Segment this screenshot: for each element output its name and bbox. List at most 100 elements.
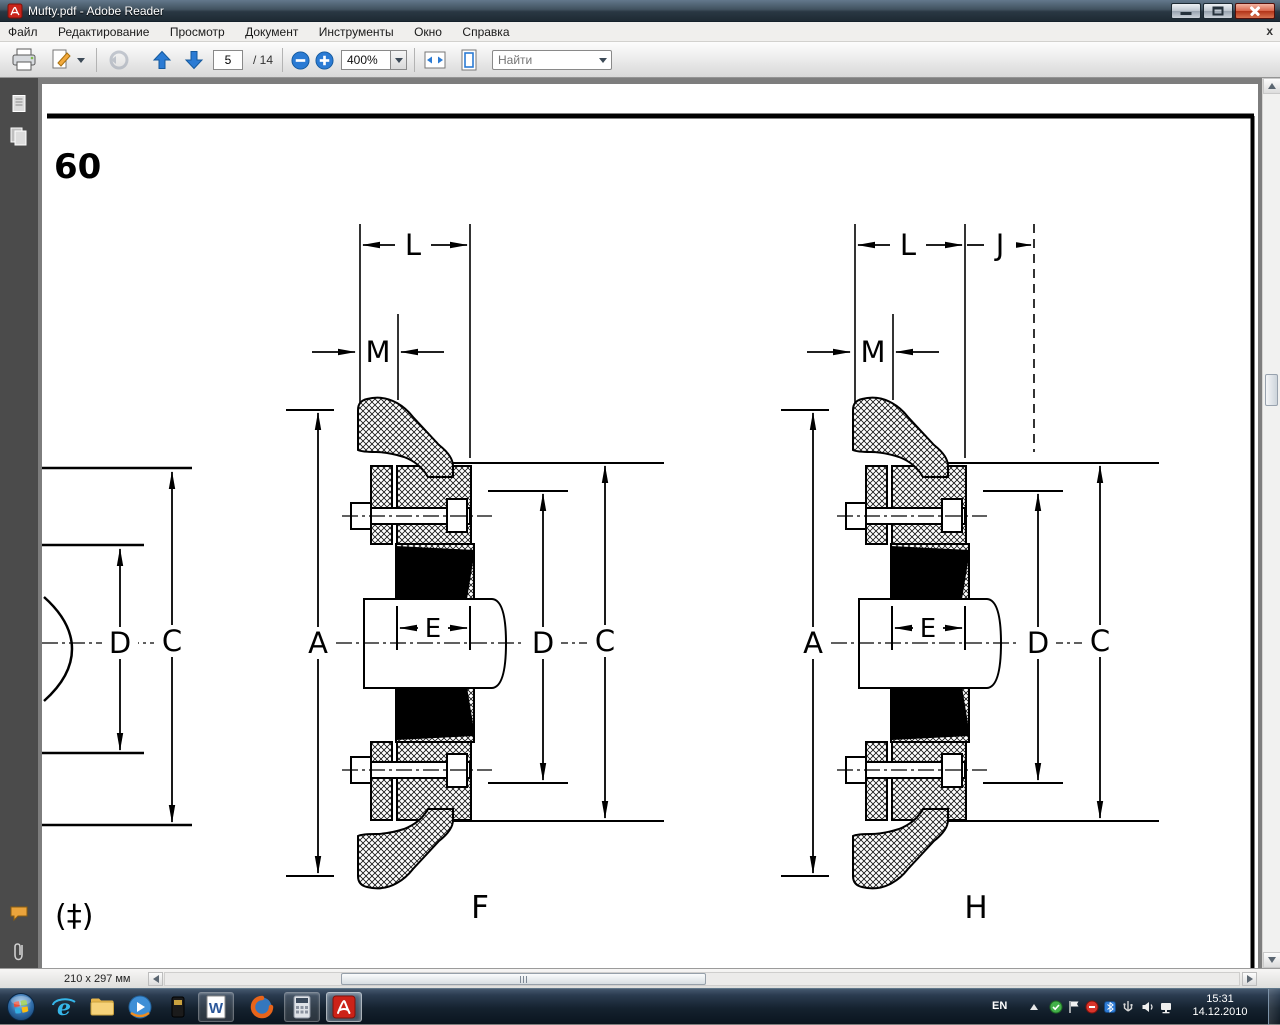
zoom-out-button[interactable] — [288, 46, 312, 74]
previous-page-button[interactable] — [148, 46, 176, 74]
taskbar-item-media-player[interactable] — [122, 992, 158, 1022]
fit-width-button[interactable] — [420, 46, 450, 74]
find-input[interactable] — [493, 53, 595, 67]
show-hidden-icons-button[interactable] — [1026, 999, 1042, 1015]
taskbar-item-device[interactable] — [160, 992, 196, 1022]
toolbar-separator — [282, 48, 283, 72]
fit-page-button[interactable] — [454, 46, 484, 74]
zoom-level-text: 400% — [347, 53, 378, 67]
printer-icon — [12, 48, 36, 71]
taskbar-item-internet-explorer[interactable]: e — [46, 992, 82, 1022]
start-button[interactable] — [3, 992, 39, 1022]
dim-label-e-h: E — [920, 614, 936, 644]
page-thumbnails-button[interactable] — [5, 90, 33, 118]
attachments-button[interactable] — [5, 938, 33, 966]
volume-icon[interactable] — [1140, 999, 1156, 1015]
clock-time: 15:31 — [1206, 993, 1234, 1005]
zoom-in-button[interactable] — [312, 46, 336, 74]
dim-label-l-f: L — [405, 228, 421, 262]
page-number-field — [212, 46, 244, 74]
dim-label-a-f: A — [308, 626, 328, 660]
menu-tools[interactable]: Инструменты — [318, 25, 394, 39]
tray-bluetooth-icon[interactable] — [1102, 999, 1118, 1015]
taskbar-item-calculator[interactable] — [284, 992, 320, 1022]
dim-label-c-h: C — [1090, 624, 1110, 658]
menu-window[interactable]: Окно — [414, 25, 442, 39]
minimize-button[interactable] — [1171, 3, 1201, 19]
next-page-button[interactable] — [180, 46, 208, 74]
dim-label-c-left: C — [162, 624, 182, 658]
tray-usb-icon[interactable] — [1120, 999, 1136, 1015]
taskbar-clock[interactable]: 15:31 14.12.2010 — [1180, 993, 1260, 1019]
taskbar-item-word[interactable]: W — [198, 992, 234, 1022]
comments-button[interactable] — [5, 900, 33, 928]
tray-status-green-icon[interactable] — [1048, 999, 1064, 1015]
paperclip-icon — [14, 943, 23, 961]
find-box[interactable] — [492, 50, 612, 70]
menu-help[interactable]: Справка — [462, 25, 510, 39]
sign-button[interactable] — [46, 46, 88, 74]
adobe-reader-icon — [7, 3, 23, 19]
show-desktop-button[interactable] — [1268, 989, 1280, 1025]
action-center-flag-icon[interactable] — [1066, 999, 1082, 1015]
taskbar-item-firefox[interactable] — [244, 992, 280, 1022]
hscroll-left-button[interactable] — [148, 972, 163, 986]
find-dropdown-button[interactable] — [595, 57, 611, 63]
up-triangle-icon — [1268, 83, 1276, 89]
tray-antivirus-icon[interactable] — [1084, 999, 1100, 1015]
figure-h-labels: L J M A D C E H — [803, 228, 1110, 926]
fit-page-icon — [461, 49, 477, 71]
figure-f: L M A D C E F — [286, 224, 664, 926]
folder-icon — [90, 998, 114, 1016]
scroll-up-button[interactable] — [1263, 78, 1280, 94]
title-bar: Mufty.pdf - Adobe Reader — [0, 0, 1280, 22]
page-number-input[interactable] — [213, 50, 243, 70]
maximize-icon — [1212, 6, 1224, 16]
figure-h-label-masks — [795, 229, 1118, 659]
pdf-page: 60 — [42, 84, 1258, 968]
toolbar-separator — [96, 48, 97, 72]
find-field — [490, 46, 614, 74]
windows-start-orb-icon — [7, 993, 35, 1021]
network-icon[interactable] — [1158, 999, 1174, 1015]
scroll-down-button[interactable] — [1263, 952, 1280, 968]
zoom-dropdown-button[interactable] — [391, 50, 407, 70]
zoom-level-value[interactable]: 400% — [341, 50, 391, 70]
device-icon — [171, 996, 185, 1018]
page-size-label: 210 x 297 мм — [64, 973, 131, 985]
taskbar-item-explorer[interactable] — [84, 992, 120, 1022]
figure-f-caption: F — [471, 890, 489, 926]
horizontal-scrollbar[interactable] — [164, 972, 1240, 986]
vertical-scrollbar[interactable] — [1262, 78, 1280, 968]
menu-document[interactable]: Документ — [245, 25, 299, 39]
taskbar-item-adobe-reader[interactable] — [326, 992, 362, 1022]
menu-view[interactable]: Просмотр — [169, 25, 225, 39]
firefox-icon — [250, 995, 274, 1019]
footnote-symbol: (‡) — [55, 899, 93, 934]
internet-explorer-icon: e — [52, 995, 76, 1020]
horizontal-scroll-thumb[interactable] — [341, 973, 706, 985]
menu-file[interactable]: Файл — [8, 25, 38, 39]
vertical-scroll-thumb[interactable] — [1265, 374, 1278, 406]
menu-edit[interactable]: Редактирование — [57, 25, 150, 39]
pdf-page-content: 60 — [42, 113, 1255, 968]
dim-label-m-h: M — [860, 335, 885, 369]
dim-label-a-h: A — [803, 626, 823, 660]
calculator-icon — [293, 995, 311, 1019]
close-document-button[interactable]: x — [1266, 24, 1273, 38]
figure-h: L J M A D C E H — [781, 224, 1159, 926]
figure-h-caption: H — [964, 890, 987, 926]
figure-f-label-masks — [300, 229, 623, 659]
print-button[interactable] — [8, 46, 40, 74]
taskbar: e W — [0, 988, 1280, 1025]
bookmarks-button[interactable] — [5, 122, 33, 150]
close-button[interactable] — [1235, 3, 1275, 19]
document-viewport[interactable]: 60 — [38, 78, 1262, 968]
sign-dropdown-caret[interactable] — [76, 57, 85, 63]
maximize-button[interactable] — [1203, 3, 1233, 19]
media-player-icon — [128, 995, 152, 1019]
hscroll-right-button[interactable] — [1242, 972, 1257, 986]
svg-text:e: e — [57, 995, 71, 1020]
language-indicator[interactable]: EN — [992, 1000, 1008, 1012]
window-controls — [1171, 3, 1275, 19]
